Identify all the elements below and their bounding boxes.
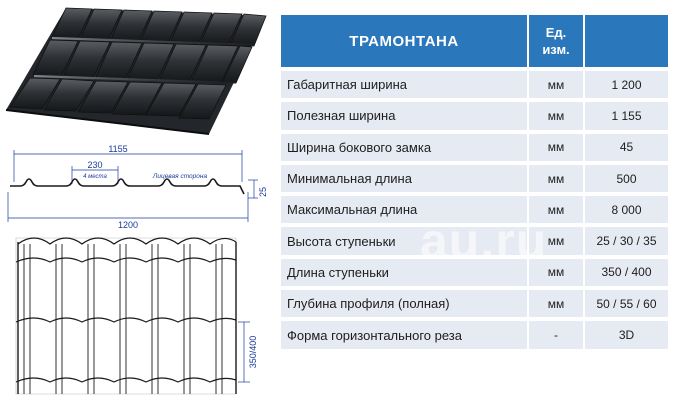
row-value: 1 200 — [583, 71, 668, 99]
row-name: Форма горизонтального реза — [281, 321, 527, 349]
row-name: Глубина профиля (полная) — [281, 290, 527, 318]
row-value: 3D — [583, 321, 668, 349]
row-name: Длина ступеньки — [281, 258, 527, 287]
row-name: Габаритная ширина — [281, 71, 527, 99]
row-name: Максимальная длина — [281, 196, 527, 224]
table-row: Полезная ширина мм 1 155 — [281, 102, 668, 130]
table-row: Габаритная ширина мм 1 200 — [281, 71, 668, 99]
table-row: Ширина бокового замка мм 45 — [281, 133, 668, 161]
row-unit: мм — [527, 227, 583, 255]
row-unit: мм — [527, 196, 583, 224]
row-name: Ширина бокового замка — [281, 133, 527, 161]
row-unit: мм — [527, 164, 583, 193]
dim-overall-width: 1155 — [108, 144, 127, 154]
table-row: Высота ступеньки мм 25 / 30 / 35 — [281, 227, 668, 255]
unit-header: Ед. изм. — [527, 15, 583, 67]
unit-header-line2: изм. — [542, 42, 570, 57]
row-value: 45 — [583, 133, 668, 161]
row-value: 50 / 55 / 60 — [583, 290, 668, 318]
table-row: Длина ступеньки мм 350 / 400 — [281, 258, 668, 287]
value-header — [583, 15, 668, 67]
spec-table: ТРАМОНТАНА Ед. изм. Габаритная ширина мм… — [281, 11, 668, 353]
row-name: Минимальная длина — [281, 164, 527, 193]
row-value: 500 — [583, 164, 668, 193]
table-header-row: ТРАМОНТАНА Ед. изм. — [281, 15, 668, 67]
dim-pitch-note: 4 места — [83, 174, 107, 180]
table-row: Минимальная длина мм 500 — [281, 164, 668, 193]
row-value: 8 000 — [583, 196, 668, 224]
unit-header-line1: Ед. — [545, 25, 567, 40]
table-row: Максимальная длина мм 8 000 — [281, 196, 668, 224]
row-value: 1 155 — [583, 102, 668, 130]
metal-roof-tile-render — [5, 7, 267, 135]
row-unit: мм — [527, 102, 583, 130]
row-unit: - — [527, 321, 583, 349]
row-unit: мм — [527, 133, 583, 161]
dim-pitch: 230 — [87, 160, 102, 170]
dim-step-range: 350/400 — [248, 336, 258, 369]
dim-height: 25 — [258, 187, 268, 197]
row-unit: мм — [527, 290, 583, 318]
row-value: 350 / 400 — [583, 258, 668, 287]
row-unit: мм — [527, 258, 583, 287]
row-name: Полезная ширина — [281, 102, 527, 130]
table-row: Глубина профиля (полная) мм 50 / 55 / 60 — [281, 290, 668, 318]
dim-total-width: 1200 — [118, 220, 138, 230]
profile-cross-section: 1155 230 4 места Лицевая сторона 1200 25 — [7, 144, 268, 230]
tile-front-drawing: 350/400 — [15, 237, 258, 395]
row-value: 25 / 30 / 35 — [583, 227, 668, 255]
row-unit: мм — [527, 71, 583, 99]
face-side-note: Лицевая сторона — [152, 173, 208, 180]
product-name-header: ТРАМОНТАНА — [281, 15, 527, 67]
illustration-panel: 1155 230 4 места Лицевая сторона 1200 25 — [0, 0, 278, 401]
table-row: Форма горизонтального реза - 3D — [281, 321, 668, 349]
row-name: Высота ступеньки — [281, 227, 527, 255]
